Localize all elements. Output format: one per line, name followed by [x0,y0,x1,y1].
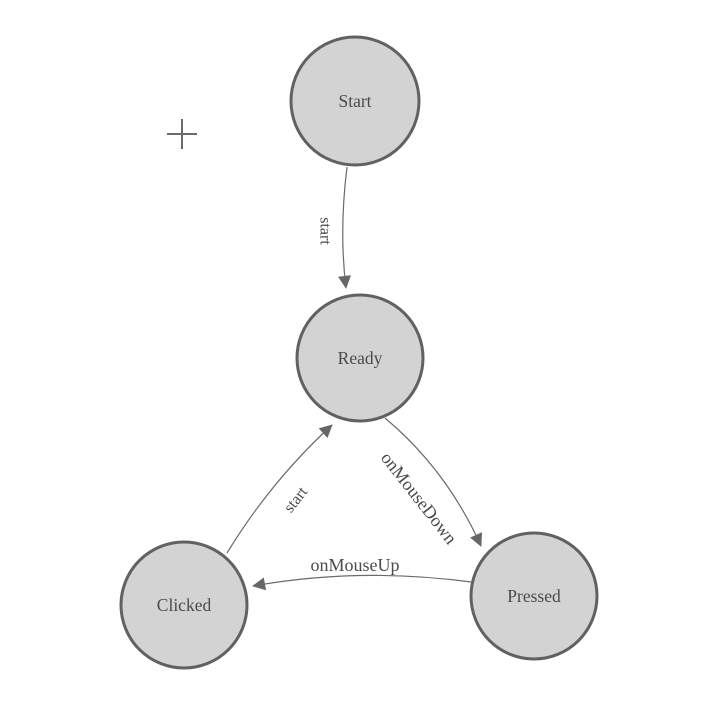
edge-line-start[interactable] [226,424,333,554]
edge-label-start-to-ready: start [317,217,334,245]
node-circle-clicked[interactable] [119,540,249,670]
edge-line-onMouseUp[interactable] [252,574,472,591]
plus-crosshair-icon [167,119,197,149]
node-circle-pressed[interactable] [469,531,599,661]
edge-line-onMouseDown[interactable] [384,417,482,547]
edge-line-start[interactable] [338,166,351,289]
node-pressed[interactable]: Pressed [469,531,599,661]
node-clicked[interactable]: Clicked [119,540,249,670]
edge-start-to-ready: start [317,166,351,289]
node-ready[interactable]: Ready [295,293,425,423]
node-circle-ready[interactable] [295,293,425,423]
node-start[interactable]: Start [289,35,421,167]
edge-pressed-to-clicked: onMouseUp [252,555,472,591]
edge-label-pressed-to-clicked: onMouseUp [311,555,400,575]
node-circle-start[interactable] [289,35,421,167]
